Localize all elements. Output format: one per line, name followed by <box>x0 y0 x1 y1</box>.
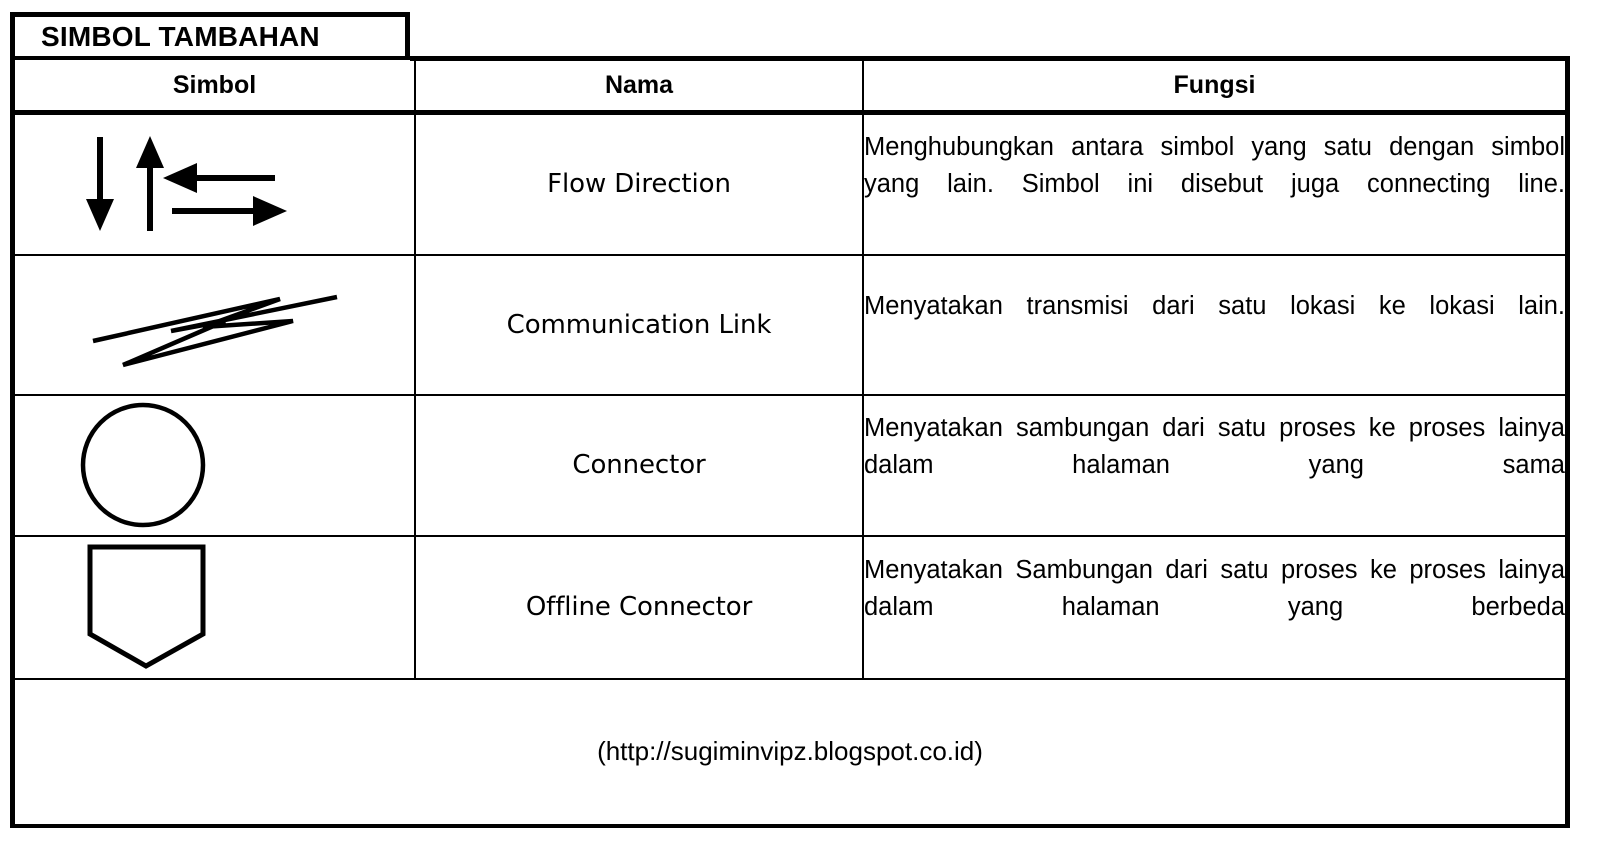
symbol-function: Menghubungkan antara simbol yang satu de… <box>862 112 1565 256</box>
table-footer-row: (http://sugiminvipz.blogspot.co.id) <box>15 677 1565 824</box>
function-text: Menyatakan Sambungan dari satu proses ke… <box>864 555 1565 621</box>
source-url-text: (http://sugiminvipz.blogspot.co.id) <box>15 677 1565 824</box>
communication-link-lightning-icon <box>15 256 414 394</box>
symbol-function: Menyatakan sambungan dari satu proses ke… <box>862 393 1565 537</box>
column-header-function: Fungsi <box>862 60 1565 115</box>
flow-direction-arrows-icon <box>15 115 414 254</box>
table-row: Offline Connector Menyatakan Sambungan d… <box>15 534 1565 680</box>
symbol-function: Menyatakan Sambungan dari satu proses ke… <box>862 534 1565 680</box>
offline-connector-pentagon-icon <box>15 537 414 678</box>
symbol-name: Communication Link <box>414 253 864 396</box>
table-row: Flow Direction Menghubungkan antara simb… <box>15 112 1565 256</box>
symbol-name: Offline Connector <box>414 534 864 680</box>
symbol-name: Flow Direction <box>414 112 864 256</box>
table-frame: Simbol Nama Fungsi <box>10 60 1570 828</box>
symbol-name: Connector <box>414 393 864 537</box>
symbol-cell <box>15 253 416 396</box>
table-row: Communication Link Menyatakan transmisi … <box>15 253 1565 396</box>
title-box: SIMBOL TAMBAHAN <box>10 12 410 60</box>
symbol-function: Menyatakan transmisi dari satu lokasi ke… <box>862 253 1565 396</box>
symbol-cell <box>15 393 416 537</box>
column-header-name: Nama <box>414 60 864 115</box>
function-text: Menyatakan sambungan dari satu proses ke… <box>864 413 1565 479</box>
frame-top-rule <box>410 56 1570 61</box>
function-text: Menghubungkan antara simbol yang satu de… <box>864 133 1565 198</box>
header-row: Simbol Nama Fungsi <box>15 60 1565 115</box>
table-row: Connector Menyatakan sambungan dari satu… <box>15 393 1565 537</box>
table-header: Simbol Nama Fungsi <box>15 60 1565 115</box>
connector-circle-icon <box>15 396 414 535</box>
page-title: SIMBOL TAMBAHAN <box>41 20 320 52</box>
symbols-table: Simbol Nama Fungsi <box>15 60 1565 824</box>
column-header-symbol: Simbol <box>15 60 416 115</box>
symbol-cell <box>15 534 416 680</box>
table-body: Flow Direction Menghubungkan antara simb… <box>15 112 1565 824</box>
symbol-cell <box>15 112 416 256</box>
function-text: Menyatakan transmisi dari satu lokasi ke… <box>864 291 1565 320</box>
